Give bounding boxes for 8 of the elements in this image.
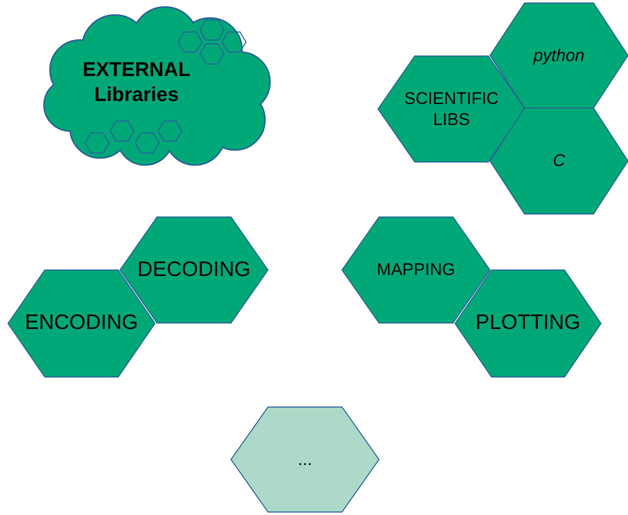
- node-label: DECODING: [137, 256, 251, 283]
- node-label: MAPPING: [376, 259, 456, 281]
- node-label: C: [552, 150, 566, 172]
- node-label: PLOTTING: [475, 310, 580, 336]
- node-label: SCIENTIFIC LIBS: [403, 88, 500, 130]
- node-label: python: [533, 44, 585, 66]
- node-label: ...: [298, 448, 312, 470]
- node-label: ENCODING: [24, 310, 138, 336]
